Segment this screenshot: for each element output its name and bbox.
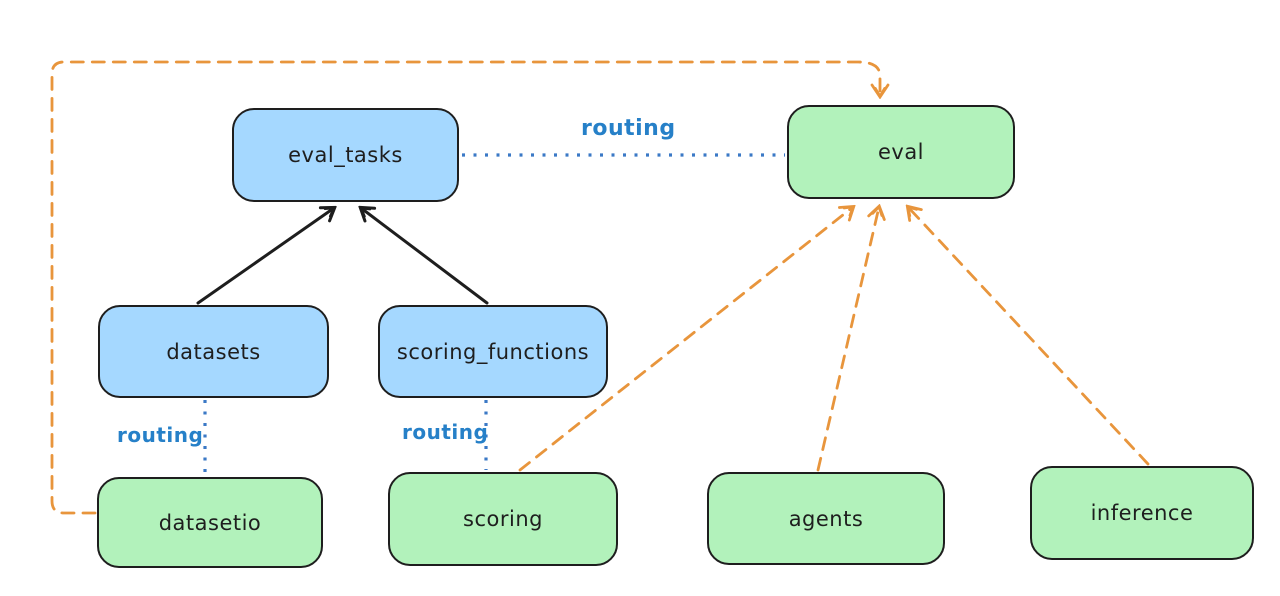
routing-label-datasets-datasetio: routing: [117, 423, 204, 447]
node-datasets-label: datasets: [166, 339, 261, 364]
edge-datasets-to-eval-tasks: [196, 208, 334, 305]
node-scoring-functions: scoring_functions: [378, 305, 608, 398]
node-eval: eval: [787, 105, 1015, 199]
node-eval-tasks: eval_tasks: [232, 108, 459, 202]
edge-datasetio-to-eval: [50, 60, 880, 515]
node-datasets: datasets: [98, 305, 329, 398]
node-agents-label: agents: [788, 506, 864, 531]
node-inference: inference: [1030, 466, 1254, 560]
edge-scoring-functions-to-eval-tasks: [361, 208, 489, 305]
node-scoring-functions-label: scoring_functions: [396, 339, 590, 364]
edge-agents-to-eval: [816, 207, 879, 472]
node-datasetio-label: datasetio: [158, 510, 262, 535]
node-eval-tasks-label: eval_tasks: [288, 143, 403, 167]
node-inference-label: inference: [1090, 501, 1194, 525]
node-agents: agents: [707, 472, 945, 565]
node-eval-label: eval: [877, 140, 925, 164]
node-datasetio: datasetio: [97, 477, 323, 568]
node-scoring-label: scoring: [463, 507, 543, 531]
edge-inference-to-eval: [908, 207, 1150, 466]
routing-label-eval-tasks-eval: routing: [581, 116, 676, 141]
node-scoring: scoring: [388, 472, 618, 566]
edge-scoring-to-eval: [518, 207, 853, 472]
routing-label-scoring-functions-scoring: routing: [402, 420, 489, 444]
